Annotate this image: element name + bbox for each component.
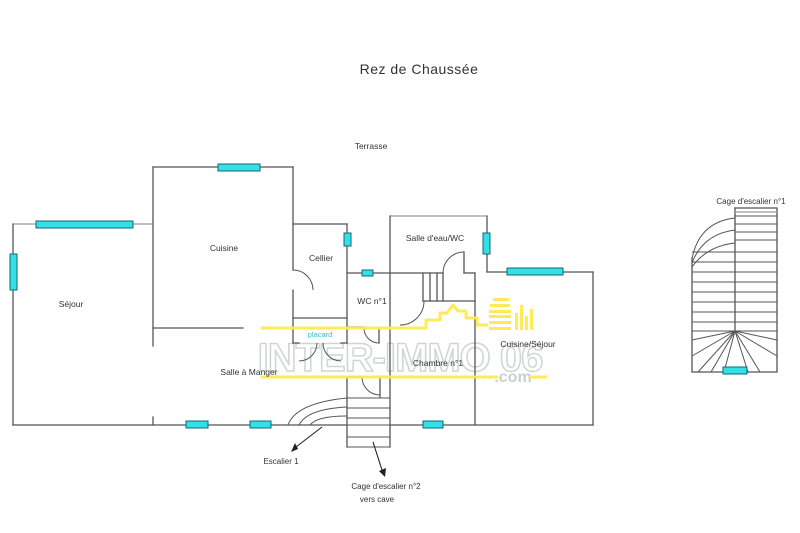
watermark-tld-text: .com: [494, 369, 531, 386]
window-sejour-top: [35, 220, 134, 229]
window-wc-top: [361, 269, 374, 277]
label-vers-cave: vers cave: [360, 495, 395, 504]
window-bottom-2: [249, 420, 272, 429]
label-escalier-1: Escalier 1: [263, 457, 299, 466]
room-label-cuisine-sejour: Cuisine/Séjour: [500, 339, 555, 349]
door-arcs: [292, 251, 465, 396]
labels: Rez de Chaussée Terrasse Séjour Cuisine …: [59, 61, 786, 504]
staircase-2: [287, 397, 390, 448]
windows: [9, 163, 748, 429]
window-cage1-bottom: [722, 366, 748, 375]
window-sejour-left: [9, 253, 18, 291]
window-chambre-bottom: [422, 420, 444, 429]
room-label-chambre-n1: Chambre n°1: [413, 358, 463, 368]
watermark: INTER-IMMO 06 .com: [257, 335, 544, 386]
room-label-wc-n1: WC n°1: [357, 296, 387, 306]
room-label-salle-a-manger: Salle à Manger: [220, 367, 277, 377]
annotation-arrows: [291, 426, 386, 477]
room-label-cellier: Cellier: [309, 253, 333, 263]
window-cellier-right: [343, 232, 352, 247]
window-cuisine-sejour-top: [506, 267, 564, 276]
page-title: Rez de Chaussée: [360, 61, 479, 77]
watermark-brand-text: INTER-IMMO 06: [258, 336, 543, 380]
room-label-placard: placard: [308, 330, 333, 339]
staircase-1-detail: [691, 207, 778, 373]
walls: [12, 166, 594, 448]
window-salle-eau-right: [482, 232, 491, 255]
room-label-cuisine: Cuisine: [210, 243, 239, 253]
label-cage-escalier-n2: Cage d'escalier n°2: [351, 482, 421, 491]
window-bottom-1: [185, 420, 209, 429]
room-label-sejour: Séjour: [59, 299, 84, 309]
room-label-terrasse: Terrasse: [355, 141, 388, 151]
label-cage-escalier-n1: Cage d'escalier n°1: [716, 197, 786, 206]
watermark-logo: [260, 298, 548, 379]
window-cuisine-top: [217, 163, 261, 172]
room-label-salle-eau-wc: Salle d'eau/WC: [406, 233, 464, 243]
